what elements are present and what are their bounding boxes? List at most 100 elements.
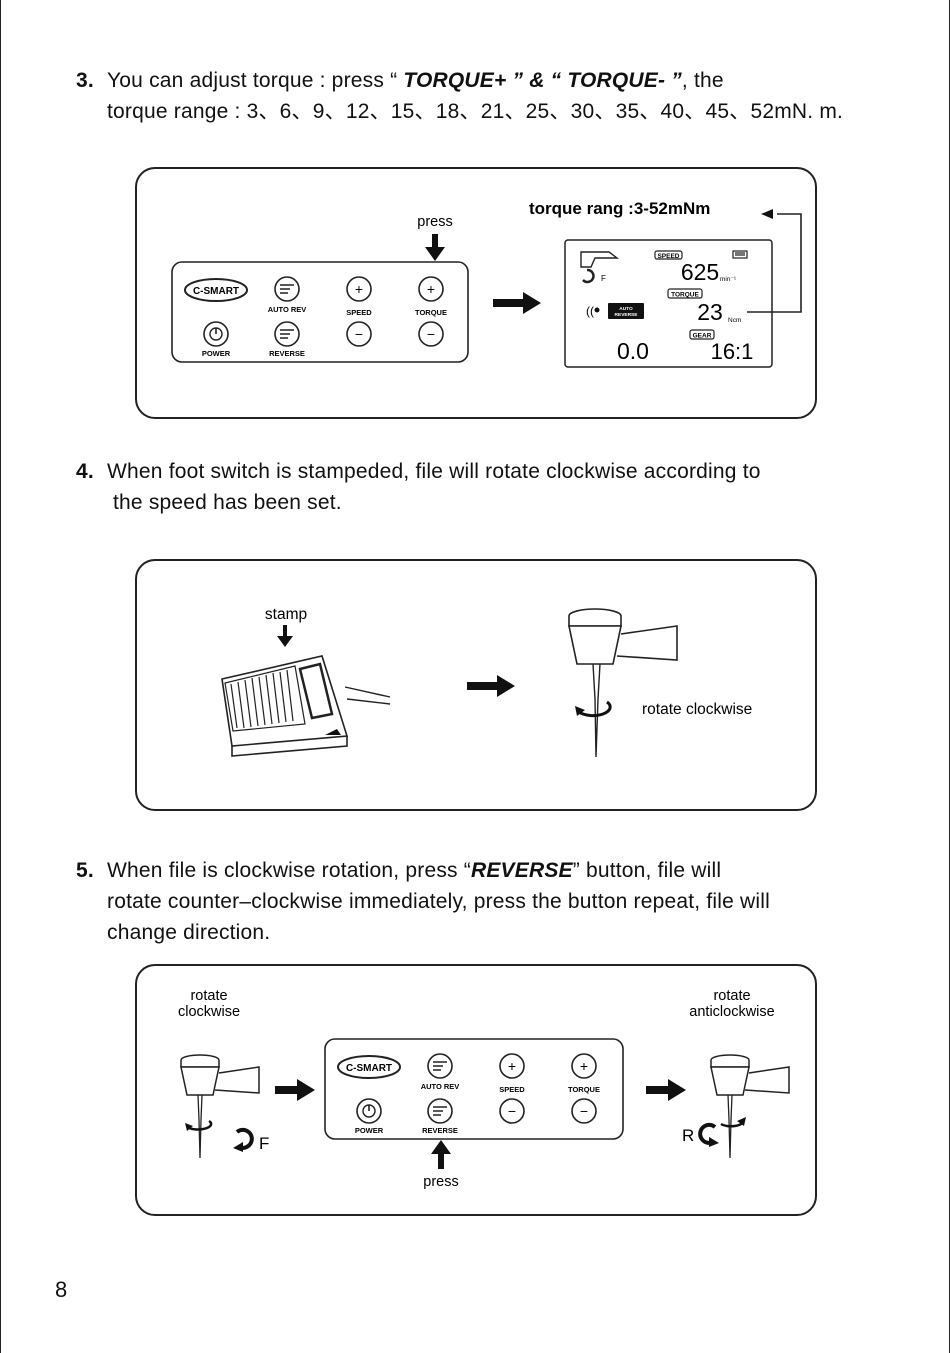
right-arrow-icon [493,292,541,314]
svg-text:16:1: 16:1 [711,339,754,364]
step-5-line-3: change direction. [107,921,271,944]
reverse-diagram: rotate clockwise rotate anticlockwise F … [178,988,790,1190]
step-5-text: 5.When file is clockwise rotation, press… [76,855,770,948]
torque-minus-button[interactable]: − [418,321,444,347]
panel-torque-adjust: C-SMART AUTO REV + SPEED + TORQUE POWER [135,167,817,419]
press-arrow-icon [431,1140,451,1169]
svg-text:Ncm: Ncm [728,317,741,324]
torque-diagram: C-SMART AUTO REV + SPEED + TORQUE POWER [171,199,802,368]
svg-text:−: − [355,326,363,342]
svg-text:23: 23 [697,299,723,325]
svg-text:+: + [355,281,363,297]
press-label: press [417,214,452,230]
torque-plus-button[interactable]: + TORQUE [415,276,447,317]
reverse-button[interactable]: REVERSE [422,1098,458,1135]
svg-text:POWER: POWER [355,1126,384,1135]
keypad: C-SMART AUTO REV + SPEED + TORQUE POWER [324,1038,624,1140]
battery-icon [732,250,748,259]
stamp-label: stamp [265,606,307,623]
rotation-icon [582,268,595,284]
press-arrow-icon [425,234,445,261]
torque-plus-button[interactable]: + TORQUE [568,1053,600,1094]
auto-rev-button[interactable]: AUTO REV [268,276,307,314]
auto-rev-button[interactable]: AUTO REV [421,1053,460,1091]
svg-text:SPEED: SPEED [657,253,679,260]
page-number: 8 [55,1277,68,1302]
right-arrow-icon [467,675,515,697]
svg-text:SPEED: SPEED [499,1085,525,1094]
step-3-text: 3.You can adjust torque : press “ TORQUE… [76,65,843,127]
svg-text:AUTO: AUTO [619,306,633,312]
step-4-number: 4. [76,460,94,483]
reverse-rotation-icon [698,1122,717,1145]
r-label: R [682,1126,694,1145]
lcd-display: F SPEED 625 min⁻¹ TORQUE 23 Ncm (( AUTO … [564,239,773,368]
torque-range-label: torque rang :3-52mNm [529,199,710,218]
svg-text:0.0: 0.0 [617,338,649,364]
step-3-line-2: torque range : 3、6、9、12、15、18、21、25、30、3… [107,100,844,123]
panel-reverse: rotate clockwise rotate anticlockwise F … [135,964,817,1216]
right-arrow-icon-1 [275,1079,315,1101]
speed-plus-button[interactable]: + SPEED [499,1053,525,1094]
panel-foot-switch: stamp rotate clockwise [135,559,817,811]
svg-text:GEAR: GEAR [693,333,712,340]
handpiece-icon [580,251,620,268]
right-arrow-icon-2 [646,1079,686,1101]
auto-reverse-badge [608,303,644,319]
svg-text:min⁻¹: min⁻¹ [720,276,737,283]
vibration-icon: (( [586,304,594,318]
svg-text:+: + [427,281,435,297]
svg-text:−: − [427,326,435,342]
svg-text:C-SMART: C-SMART [346,1063,392,1074]
reverse-button[interactable]: REVERSE [269,321,305,358]
handpiece-icon [568,608,678,758]
torque-minus-button[interactable]: − [571,1098,597,1124]
svg-text:AUTO REV: AUTO REV [421,1082,460,1091]
c-smart-logo [184,278,248,302]
svg-text:SPEED: SPEED [346,308,372,317]
svg-text:POWER: POWER [202,349,231,358]
forward-rotation-icon [235,1127,254,1150]
power-button[interactable]: POWER [355,1098,384,1135]
svg-text:REVERSE: REVERSE [615,312,639,318]
foot-switch-icon [221,655,391,757]
rotate-clockwise-label: rotate clockwise [642,701,752,718]
svg-text:REVERSE: REVERSE [422,1126,458,1135]
svg-text:+: + [508,1058,516,1074]
right-label-line-2: anticlockwise [689,1004,774,1020]
svg-text:AUTO REV: AUTO REV [268,305,307,314]
step-4-line-2: the speed has been set. [113,491,342,514]
left-label-line-1: rotate [190,988,227,1004]
svg-text:C-SMART: C-SMART [193,286,239,297]
left-label-line-2: clockwise [178,1004,240,1020]
speed-plus-button[interactable]: + SPEED [346,276,372,317]
svg-text:−: − [580,1103,588,1119]
speed-minus-button[interactable]: − [346,321,372,347]
keypad: C-SMART AUTO REV + SPEED + TORQUE POWER [171,261,469,363]
svg-text:TORQUE: TORQUE [415,308,447,317]
rotate-clockwise-icon [578,700,612,718]
foot-switch-diagram: stamp rotate clockwise [221,606,752,758]
step-4-text: 4.When foot switch is stampeded, file wi… [76,456,761,518]
handpiece-clockwise-icon [180,1054,260,1159]
step-3-number: 3. [76,69,94,92]
f-label: F [259,1134,269,1153]
speed-minus-button[interactable]: − [499,1098,525,1124]
svg-text:TORQUE: TORQUE [568,1085,600,1094]
power-button[interactable]: POWER [202,321,231,358]
stamp-arrow-icon [277,625,293,647]
handpiece-anticlockwise-icon [710,1054,790,1159]
svg-text:TORQUE: TORQUE [671,292,699,299]
right-label-line-1: rotate [713,988,750,1004]
torque-connector-line [747,213,802,313]
step-5-line-2: rotate counter–clockwise immediately, pr… [107,890,770,913]
svg-text:+: + [580,1058,588,1074]
svg-text:625: 625 [681,259,719,285]
step-5-number: 5. [76,859,94,882]
svg-text:F: F [601,274,606,283]
page-left-edge [0,0,1,1353]
svg-text:REVERSE: REVERSE [269,349,305,358]
c-smart-logo [337,1055,401,1079]
svg-text:−: − [508,1103,516,1119]
press-label: press [423,1174,458,1190]
